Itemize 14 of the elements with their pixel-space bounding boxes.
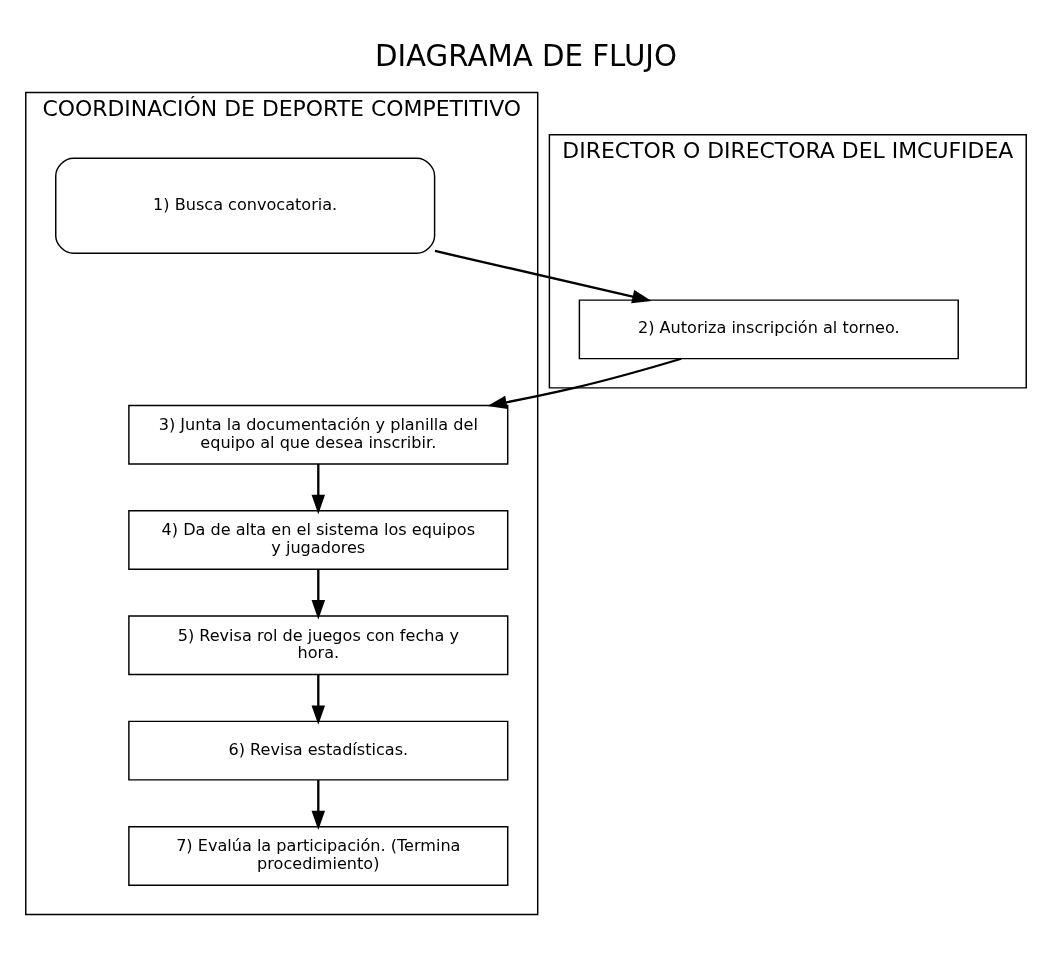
arrow <box>311 569 326 620</box>
node-box: 1) Busca convocatoria. <box>55 157 436 255</box>
node-box: 3) Junta la documentación y planilla del equipo al que desea inscribir. <box>128 404 509 465</box>
node-box: 5) Revisa rol de juegos con fecha y hora. <box>128 615 509 676</box>
arrow <box>311 674 326 725</box>
node-box: 4) Da de alta en el sistema los equipos y jugadores <box>128 510 509 570</box>
node-box: 6) Revisa estadísticas. <box>128 720 509 781</box>
arrow <box>487 357 682 409</box>
diagram-title: DIAGRAMA DE FLUJO <box>374 39 678 74</box>
arrow <box>311 780 326 831</box>
node-box: 7) Evalúa la participación. (Termina procedimiento) <box>128 825 509 886</box>
arrow <box>434 249 652 304</box>
node-box: 2) Autoriza inscripción al torneo. <box>578 299 959 360</box>
arrow <box>311 464 326 515</box>
